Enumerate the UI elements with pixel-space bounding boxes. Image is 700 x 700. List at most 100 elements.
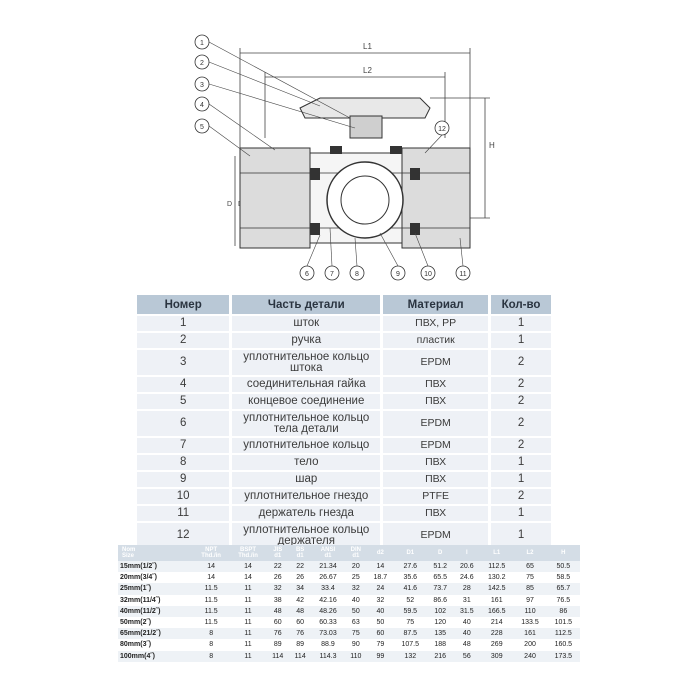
dims-value-cell: 14 xyxy=(192,572,230,584)
callout-label: 5 xyxy=(200,124,204,131)
dims-header-bottom: L1 xyxy=(493,550,501,556)
dims-header-bottom: d1 xyxy=(296,553,304,559)
dims-value-cell: 50 xyxy=(344,605,368,617)
dims-header-bottom: Thd./in xyxy=(238,553,258,559)
parts-cell-part: шар xyxy=(229,472,381,487)
parts-cell-number: 2 xyxy=(137,333,230,348)
callout-label: 2 xyxy=(200,60,204,67)
parts-cell-material: ПВХ xyxy=(380,394,489,409)
parts-cell-qty: 2 xyxy=(488,377,551,392)
dims-value-cell: 89 xyxy=(288,639,312,651)
callout-label: 10 xyxy=(424,271,432,278)
dims-size-cell: 15mm(1/2˝) xyxy=(118,561,193,573)
dims-value-cell: 28 xyxy=(453,583,481,595)
parts-cell-qty: 2 xyxy=(488,489,551,504)
parts-cell-number: 7 xyxy=(137,438,230,453)
parts-cell-number: 9 xyxy=(137,472,230,487)
parts-header-qty: Кол-во xyxy=(488,295,551,314)
dims-value-cell: 133.5 xyxy=(513,616,547,629)
parts-cell-material: PTFE xyxy=(380,489,489,504)
dims-header-cell: d2 xyxy=(367,545,394,561)
dims-header-bottom: d1 xyxy=(352,553,360,559)
dims-header-bottom: d1 xyxy=(274,553,282,559)
dims-value-cell: 18.7 xyxy=(367,572,394,584)
parts-cell-material: EPDM xyxy=(380,438,489,453)
parts-cell-number: 1 xyxy=(137,316,230,331)
parts-cell-qty: 2 xyxy=(488,438,551,453)
callout-leader xyxy=(208,103,276,151)
dims-value-cell: 63 xyxy=(344,616,368,629)
dims-value-cell: 173.5 xyxy=(546,650,580,662)
dims-header-bottom: Size xyxy=(122,553,135,559)
dims-value-cell: 21.34 xyxy=(311,561,345,573)
ball-bore xyxy=(340,175,390,225)
dims-header-bottom: I xyxy=(465,550,468,556)
parts-cell-part: уплотнительное кольцо тела детали xyxy=(229,411,381,436)
dim-l1-label: L1 xyxy=(363,42,372,51)
dims-value-cell: 48 xyxy=(266,605,289,617)
dims-value-cell: 59.5 xyxy=(393,605,427,617)
callout-leader xyxy=(414,232,429,267)
dims-value-cell: 60 xyxy=(367,628,394,640)
dims-size-cell: 100mm(4˝) xyxy=(118,650,193,662)
parts-cell-number: 4 xyxy=(137,377,230,392)
dims-header-top: Nom xyxy=(122,547,136,553)
dims-value-cell: 214 xyxy=(480,616,514,629)
dims-value-cell: 114.3 xyxy=(311,650,345,662)
callout-circle xyxy=(420,265,436,281)
dims-value-cell: 60.33 xyxy=(311,616,345,629)
parts-cell-number: 10 xyxy=(137,489,230,504)
parts-cell-material: EPDM xyxy=(380,411,489,436)
dims-value-cell: 51.2 xyxy=(426,561,454,573)
dims-value-cell: 11 xyxy=(229,639,267,651)
callout-leader xyxy=(379,232,399,267)
dims-header-top: JIS xyxy=(273,547,283,553)
parts-cell-part: шток xyxy=(229,316,381,331)
parts-cell-qty: 2 xyxy=(488,411,551,436)
parts-cell-qty: 1 xyxy=(488,316,551,331)
dims-size-cell: 25mm(1˝) xyxy=(118,583,193,595)
dims-value-cell: 8 xyxy=(192,639,230,651)
dims-value-cell: 60 xyxy=(266,616,289,629)
dims-value-cell: 75 xyxy=(513,572,547,584)
dims-value-cell: 200 xyxy=(513,639,547,651)
parts-cell-material: ПВХ xyxy=(380,506,489,521)
dims-value-cell: 14 xyxy=(192,561,230,573)
dims-value-cell: 24.6 xyxy=(453,572,481,584)
parts-cell-part: уплотнительное кольцо держателя xyxy=(229,523,381,548)
callout-label: 4 xyxy=(200,102,204,109)
parts-cell-material: пластик xyxy=(380,333,489,348)
dims-value-cell: 32 xyxy=(344,583,368,595)
dims-value-cell: 76.5 xyxy=(546,594,580,606)
dims-value-cell: 75 xyxy=(393,616,427,629)
dims-value-cell: 31 xyxy=(453,594,481,606)
dims-value-cell: 26 xyxy=(266,572,289,584)
dims-value-cell: 110 xyxy=(513,605,547,617)
dims-value-cell: 65 xyxy=(513,561,547,573)
parts-cell-material: ПВХ, PP xyxy=(380,316,489,331)
dims-value-cell: 240 xyxy=(513,650,547,662)
dims-header-bottom: L2 xyxy=(526,550,534,556)
dims-value-cell: 269 xyxy=(480,639,514,651)
valve-stem xyxy=(349,115,383,139)
parts-cell-qty: 1 xyxy=(488,506,551,521)
parts-cell-number: 6 xyxy=(137,411,230,436)
dims-header-bottom: Thd./in xyxy=(201,553,221,559)
dims-value-cell: 102 xyxy=(426,605,454,617)
parts-cell-qty: 2 xyxy=(488,350,551,375)
parts-header-material: Материал xyxy=(380,295,489,314)
callout-circle xyxy=(390,265,406,281)
dims-value-cell: 38 xyxy=(266,594,289,606)
dims-value-cell: 26.67 xyxy=(311,572,345,584)
dims-size-cell: 40mm(11/2˝) xyxy=(118,605,193,617)
parts-cell-qty: 1 xyxy=(488,472,551,487)
dims-header-bottom: D xyxy=(438,550,443,556)
